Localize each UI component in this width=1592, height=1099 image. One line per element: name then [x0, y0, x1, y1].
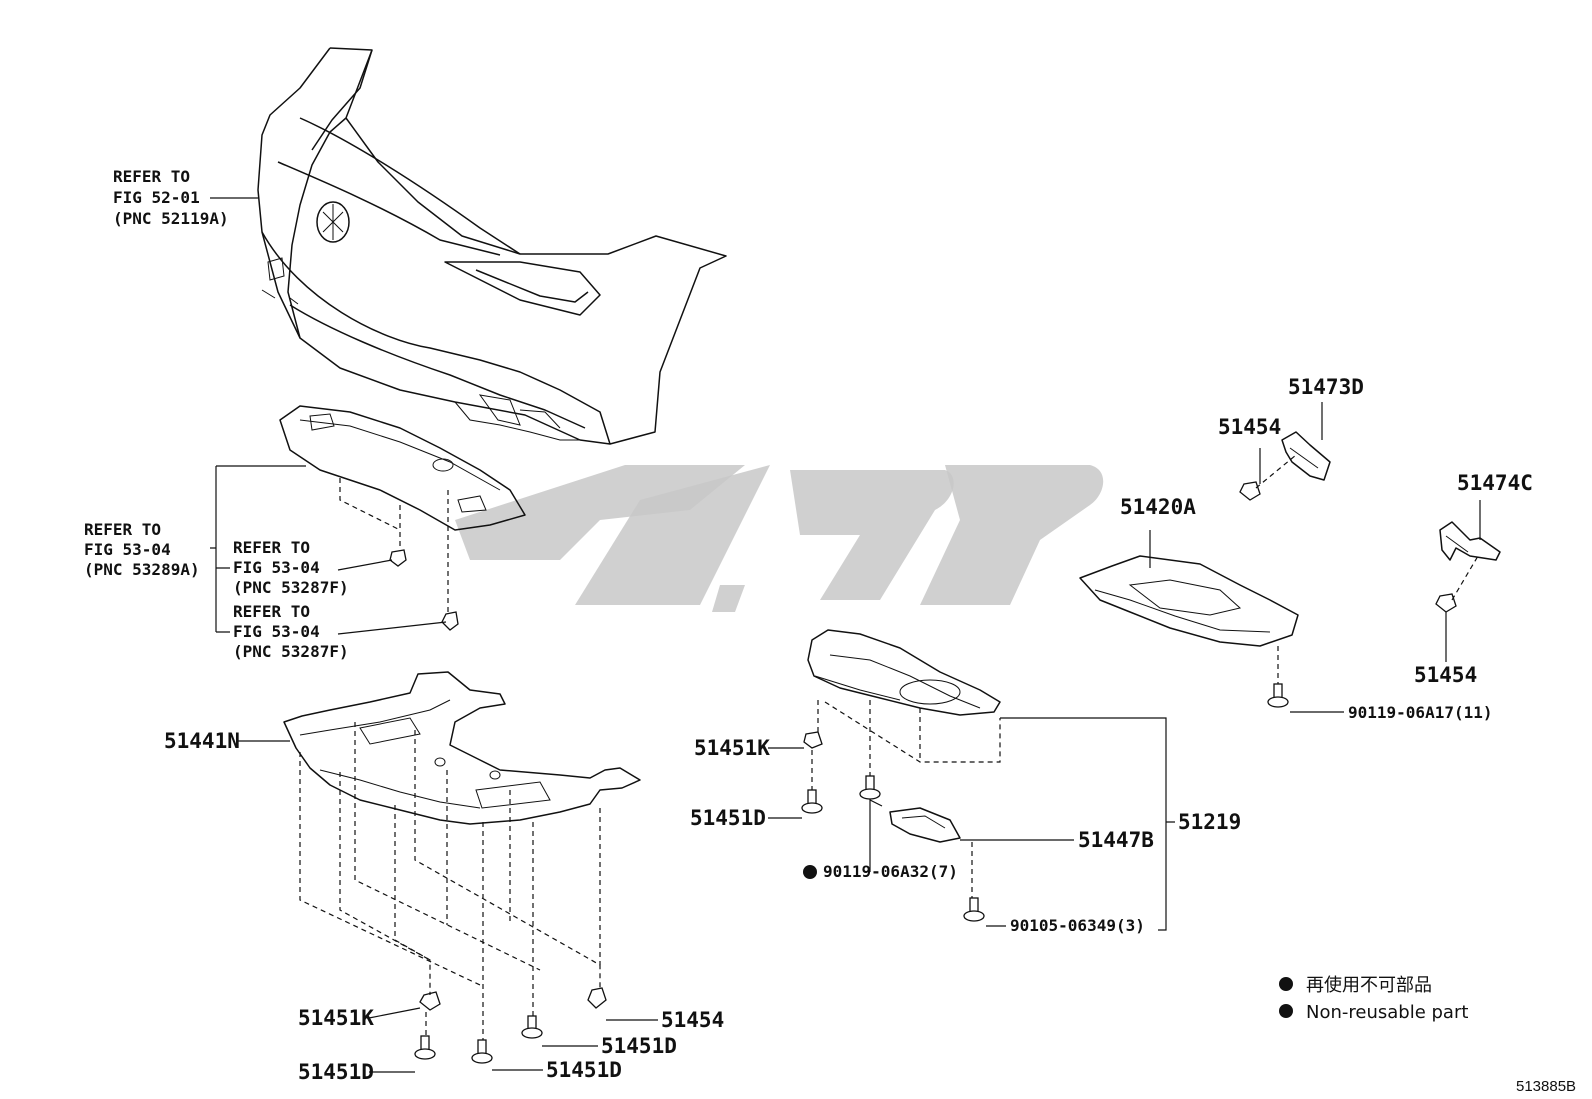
- ref-line3: (PNC 52119A): [113, 209, 229, 228]
- ref-line1: REFER TO: [233, 538, 310, 557]
- ref-line2: FIG 53-04: [233, 622, 320, 641]
- part-label-51454: 51454: [1414, 663, 1477, 687]
- upper-shield-part: [279, 405, 526, 531]
- part-label-51451D: 51451D: [690, 806, 766, 830]
- bracket-51473D: [1281, 431, 1331, 481]
- ref-line2: FIG 53-04: [233, 558, 320, 577]
- bracket-51474C: [1439, 521, 1501, 561]
- part-label-51454: 51454: [661, 1008, 724, 1032]
- part-label-51451D: 51451D: [546, 1058, 622, 1082]
- clip-icon: [1239, 481, 1261, 501]
- ref-line2: FIG 52-01: [113, 188, 200, 207]
- bolt-icon: [963, 897, 985, 922]
- ref-line1: REFER TO: [84, 520, 161, 539]
- bolt-icon: [521, 1015, 543, 1039]
- clip-icon: [389, 549, 407, 567]
- bolt-icon: [414, 1035, 436, 1060]
- clip-icon: [419, 991, 441, 1011]
- ref-line3: (PNC 53287F): [233, 578, 349, 597]
- part-label-51219: 51219: [1178, 810, 1241, 834]
- dashed-install-lines: [299, 454, 1479, 1040]
- part-label-51441N: 51441N: [164, 729, 240, 753]
- clip-icon: [1435, 593, 1457, 613]
- part-label-51454: 51454: [1218, 415, 1281, 439]
- part-labels: 51441N 51451K 51451D 51454 51451D 51451D…: [164, 375, 1533, 1084]
- part-label-51451D: 51451D: [298, 1060, 374, 1084]
- ref-line3: (PNC 53289A): [84, 560, 200, 579]
- clip-icon: [441, 611, 459, 631]
- figure-code: 513885B: [1516, 1078, 1576, 1095]
- reference-label-clip-2: REFER TO FIG 53-04 (PNC 53287F): [233, 602, 349, 661]
- part-label-51420A: 51420A: [1120, 495, 1196, 519]
- part-label-90119-06A17: 90119-06A17(11): [1348, 703, 1493, 722]
- part-label-90119-06A32: 90119-06A32(7): [823, 862, 958, 881]
- part-label-51447B: 51447B: [1078, 828, 1154, 852]
- ref-line1: REFER TO: [233, 602, 310, 621]
- part-label-51474C: 51474C: [1457, 471, 1533, 495]
- reference-label-clip-1: REFER TO FIG 53-04 (PNC 53287F): [233, 538, 349, 597]
- fasteners: [389, 481, 1457, 1064]
- part-label-90105-06349: 90105-06349(3): [1010, 916, 1145, 935]
- bolt-icon: [1267, 683, 1289, 708]
- non-reusable-dot-icon: [1279, 1004, 1293, 1018]
- leader-lines: [210, 197, 1481, 1073]
- legend: 再使用不可部品 Non-reusable part: [1279, 975, 1468, 1023]
- front-bumper-cover: [257, 47, 727, 445]
- engine-under-cover-51441N: [283, 671, 641, 825]
- clip-icon: [587, 987, 607, 1009]
- ref-line3: (PNC 53287F): [233, 642, 349, 661]
- ref-line2: FIG 53-04: [84, 540, 171, 559]
- bolt-icon: [471, 1039, 493, 1064]
- legend-jp: 再使用不可部品: [1306, 975, 1432, 996]
- bolt-icon: [859, 775, 881, 800]
- plate-51447B: [889, 807, 961, 843]
- reference-label-bumper: REFER TO FIG 52-01 (PNC 52119A): [113, 167, 229, 228]
- reference-label-upper-shield: REFER TO FIG 53-04 (PNC 53289A): [84, 520, 200, 579]
- watermark-logo: [455, 465, 1104, 612]
- under-cover-51420A: [1079, 555, 1299, 647]
- part-label-51451K: 51451K: [298, 1006, 374, 1030]
- part-label-51451D: 51451D: [601, 1034, 677, 1058]
- ref-line1: REFER TO: [113, 167, 190, 186]
- rear-under-cover-51219: [807, 629, 1001, 716]
- clip-icon: [803, 731, 823, 749]
- legend-en: Non-reusable part: [1306, 1002, 1468, 1023]
- part-label-51451K: 51451K: [694, 736, 770, 760]
- part-label-51473D: 51473D: [1288, 375, 1364, 399]
- non-reusable-dot-icon: [1279, 977, 1293, 991]
- non-reusable-dot-icon: [803, 865, 817, 879]
- bolt-icon: [801, 789, 823, 814]
